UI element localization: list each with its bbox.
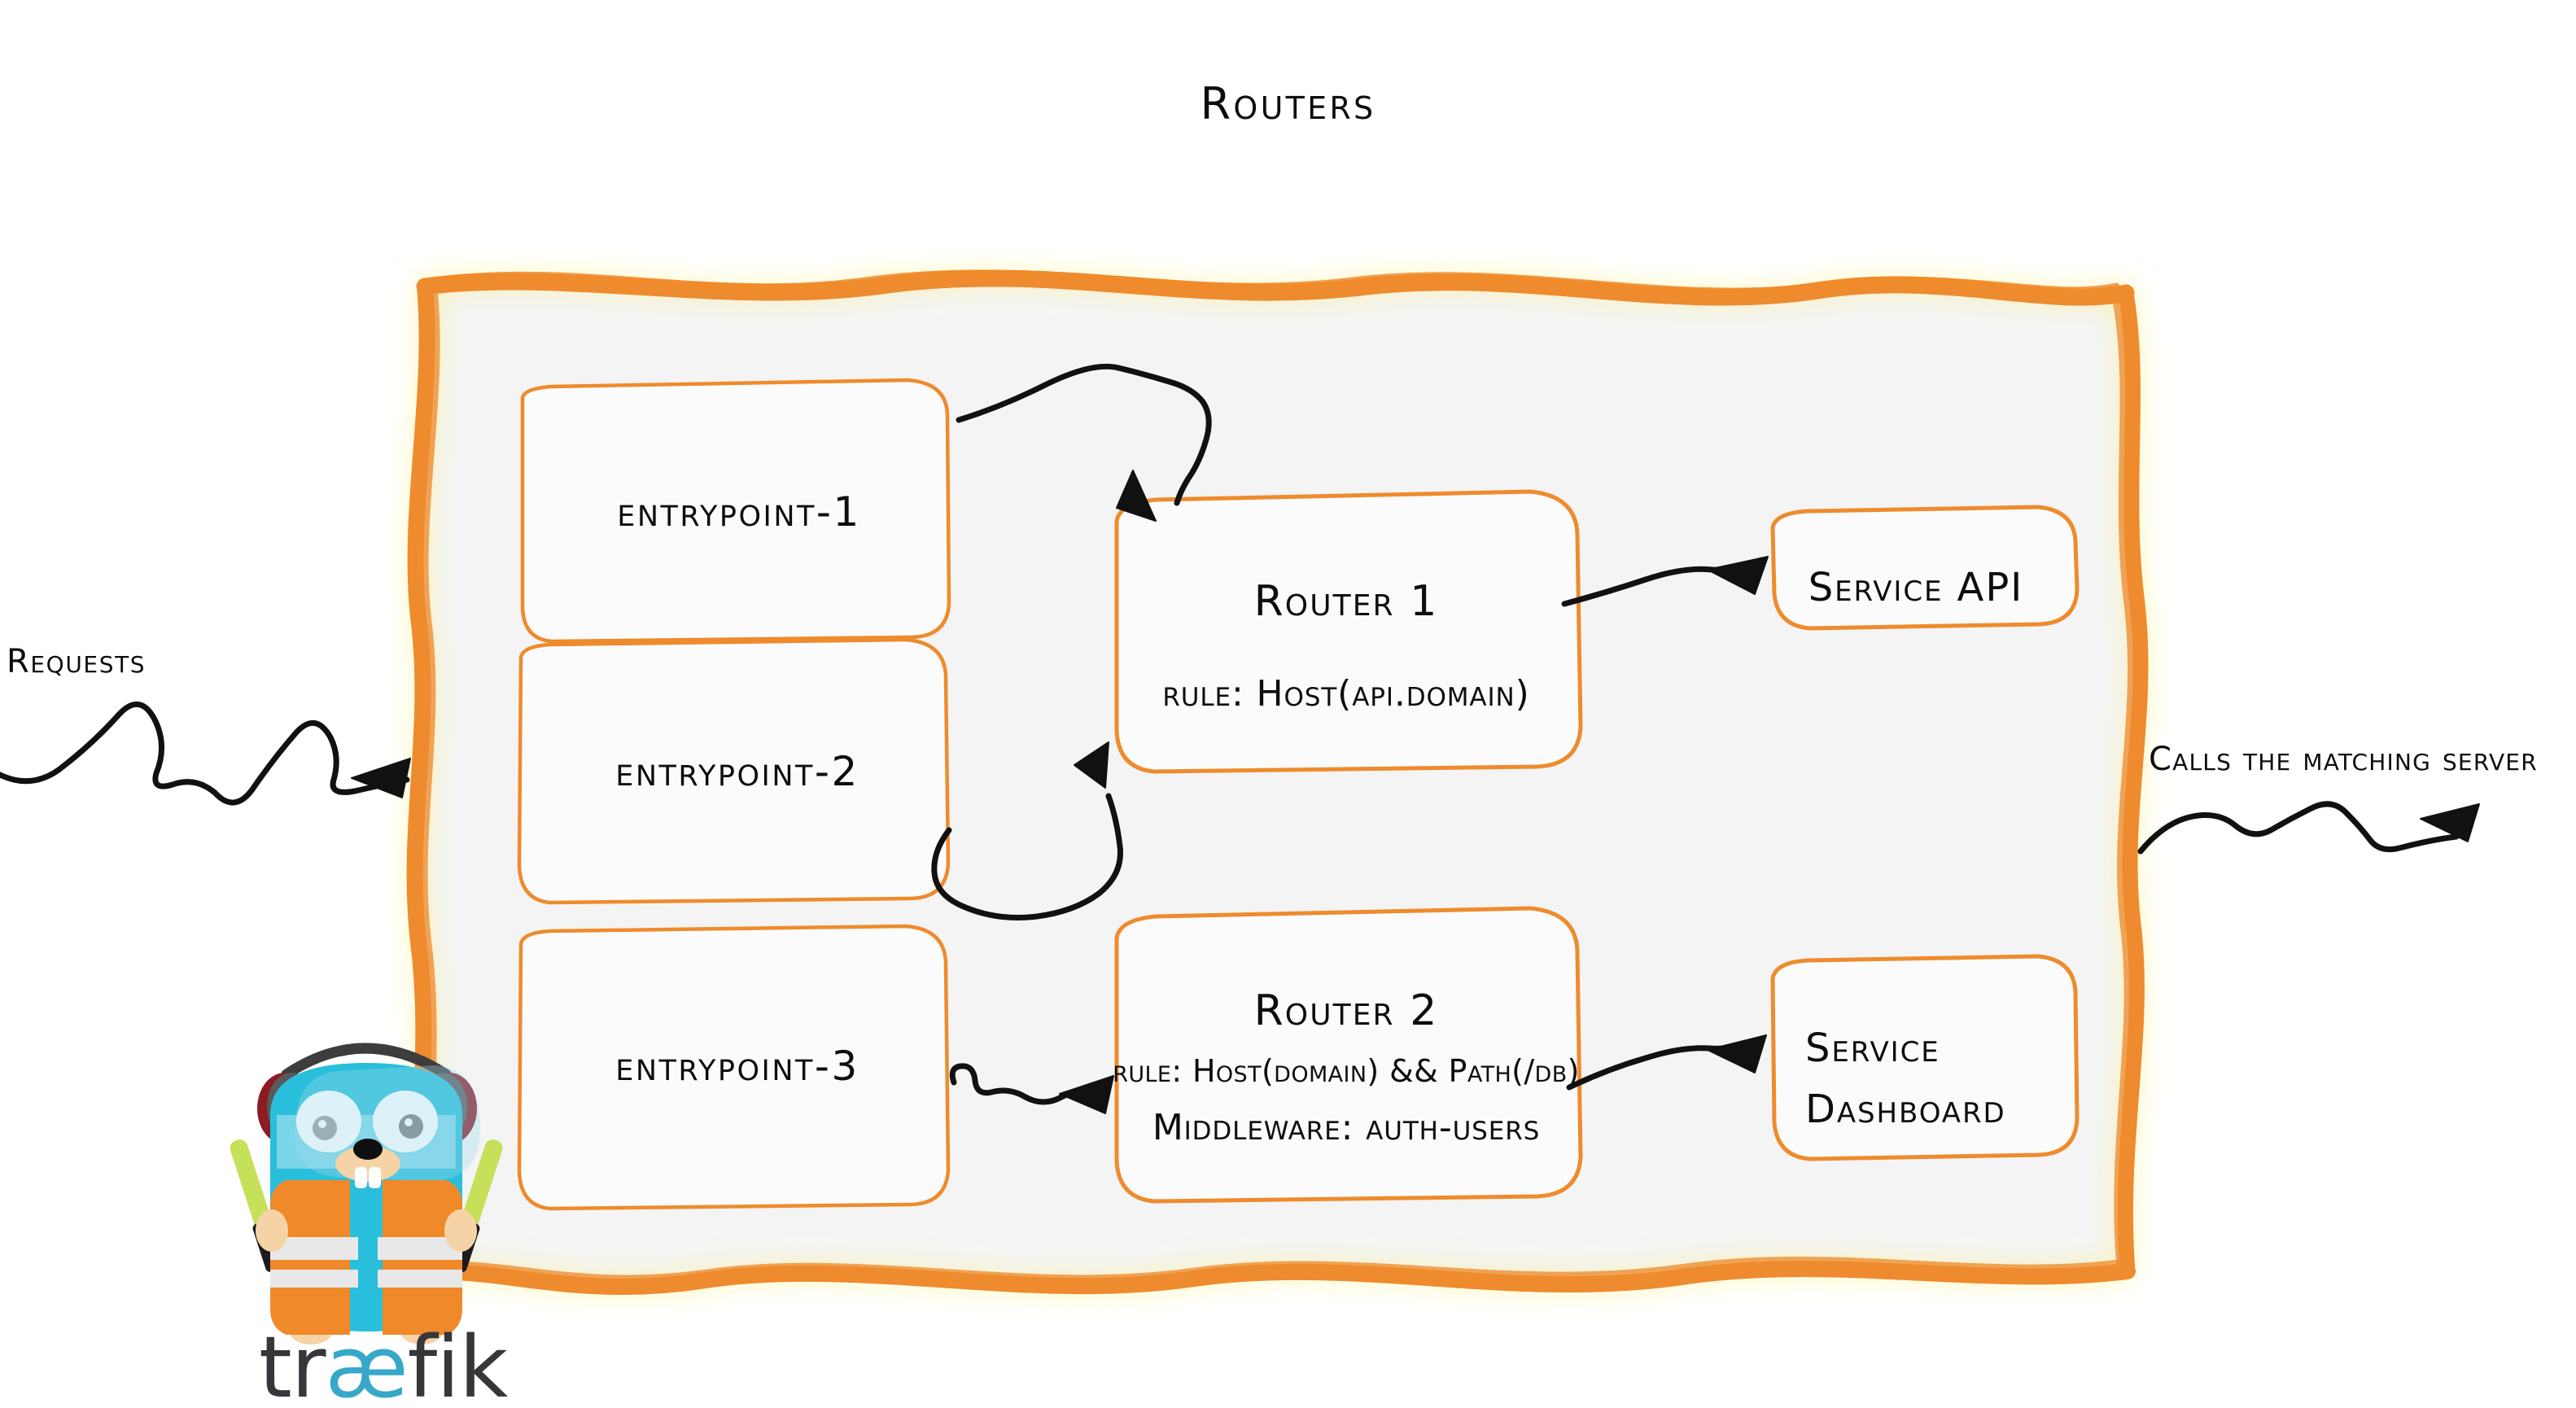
logo-prefix: tr bbox=[259, 1318, 326, 1408]
entrypoint-box-1[interactable] bbox=[520, 378, 951, 644]
arrow-entrypoint1-to-router1 bbox=[956, 363, 1212, 522]
arrow-calls-out bbox=[2137, 801, 2480, 855]
service-box-dashboard[interactable] bbox=[1770, 954, 2080, 1161]
router-box-1[interactable] bbox=[1114, 489, 1583, 774]
service-box-api[interactable] bbox=[1770, 505, 2080, 631]
router-box-2[interactable] bbox=[1114, 906, 1583, 1204]
arrow-router1-to-service-api bbox=[1561, 556, 1769, 607]
logo-ae-ligature: æ bbox=[325, 1318, 408, 1408]
calls-matching-server-label: Calls the matching server bbox=[2149, 741, 2538, 778]
traefik-logo-wordmark: træfik bbox=[259, 1325, 508, 1408]
page-title: Routers bbox=[1200, 78, 1376, 129]
traefik-gopher-mascot bbox=[230, 1043, 503, 1345]
arrow-entrypoint3-to-router2 bbox=[949, 1063, 1114, 1114]
arrow-router2-to-service-dashboard bbox=[1566, 1034, 1767, 1091]
entrypoint-box-2[interactable] bbox=[517, 637, 951, 905]
arrow-requests-in bbox=[0, 701, 411, 806]
arrow-entrypoint2-to-router1 bbox=[931, 741, 1123, 920]
logo-suffix: fik bbox=[407, 1318, 509, 1408]
entrypoint-box-3[interactable] bbox=[517, 924, 951, 1211]
requests-label: Requests bbox=[7, 643, 147, 680]
